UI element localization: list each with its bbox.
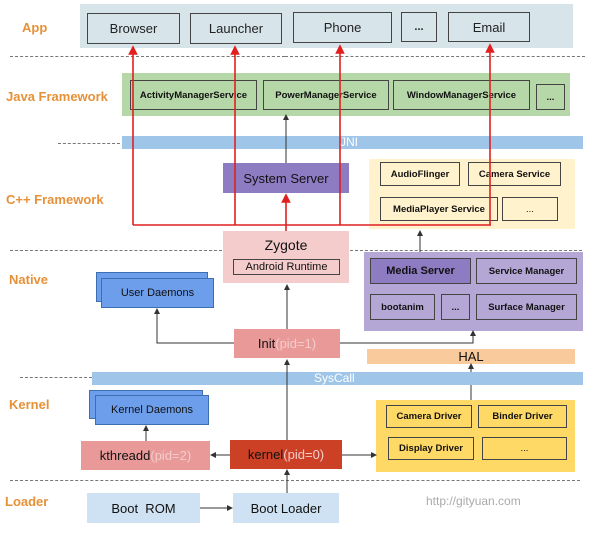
mediaplayer-service[interactable]: MediaPlayer Service (380, 197, 498, 221)
kernel-pid: (pid=0) (283, 447, 325, 462)
separator-app-java-right (285, 56, 585, 57)
bootanim[interactable]: bootanim (370, 294, 435, 320)
zygote-title: Zygote (264, 237, 308, 253)
syscall-bar: SysCall (92, 371, 583, 385)
app-more[interactable]: ... (401, 12, 437, 42)
syscall-label: SysCall (314, 371, 355, 385)
zygote[interactable]: Zygote Android Runtime (223, 231, 349, 283)
android-runtime[interactable]: Android Runtime (233, 259, 340, 275)
java-more[interactable]: ... (536, 84, 565, 110)
window-manager-service[interactable]: WindowManagerService (393, 80, 530, 110)
layer-label-kernel: Kernel (9, 397, 50, 412)
boot-rom[interactable]: Boot ROM (87, 493, 200, 523)
init-process[interactable]: Init(pid=1) (234, 329, 340, 358)
app-email[interactable]: Email (448, 12, 530, 42)
separator-kernel-loader (10, 480, 580, 481)
activity-manager-service[interactable]: ActivityManagerService (130, 80, 257, 110)
separator-app-java-left (10, 56, 285, 57)
watermark: http://gityuan.com (426, 494, 521, 508)
arrow-init-to-native (340, 330, 476, 344)
app-browser[interactable]: Browser (87, 13, 180, 44)
separator-native-kernel (20, 377, 92, 378)
kthreadd-pid: (pid=2) (150, 448, 192, 463)
user-daemons[interactable]: User Daemons (101, 278, 214, 308)
camera-driver[interactable]: Camera Driver (386, 405, 472, 428)
layer-label-java-framework: Java Framework (6, 89, 108, 104)
kernel-name: kernel (247, 447, 284, 462)
layer-label-cpp-framework: C++ Framework (6, 192, 104, 207)
layer-label-native: Native (9, 272, 49, 287)
jni-label: JNI (340, 135, 358, 149)
kthreadd-name: kthreadd (99, 448, 151, 463)
camera-service[interactable]: Camera Service (468, 162, 561, 186)
separator-java-cpp (58, 143, 120, 144)
audio-flinger[interactable]: AudioFlinger (380, 162, 460, 186)
separator-cpp-native-right (350, 250, 582, 251)
separator-cpp-native-left (10, 250, 222, 251)
kthreadd-process[interactable]: kthreadd(pid=2) (81, 441, 210, 470)
binder-driver[interactable]: Binder Driver (478, 405, 567, 428)
app-launcher[interactable]: Launcher (190, 13, 282, 44)
surface-manager[interactable]: Surface Manager (476, 294, 577, 320)
kernel-process[interactable]: kernel(pid=0) (230, 440, 342, 469)
hal-layer[interactable]: HAL (367, 349, 575, 364)
app-phone[interactable]: Phone (293, 12, 392, 43)
init-name: Init (257, 336, 276, 351)
boot-loader[interactable]: Boot Loader (233, 493, 339, 523)
jni-bar: JNI (122, 135, 583, 149)
cpp-more[interactable]: ... (502, 197, 558, 221)
kernel-daemons[interactable]: Kernel Daemons (95, 395, 209, 425)
init-pid: (pid=1) (275, 336, 317, 351)
media-server[interactable]: Media Server (370, 258, 471, 284)
layer-label-loader: Loader (5, 494, 49, 509)
layer-label-app: App (22, 20, 48, 35)
system-server[interactable]: System Server (223, 163, 349, 193)
display-driver[interactable]: Display Driver (388, 437, 474, 460)
arrow-init-to-user-daemons (154, 308, 234, 344)
native-more[interactable]: ... (441, 294, 470, 320)
drivers-more[interactable]: ... (482, 437, 567, 460)
service-manager[interactable]: Service Manager (476, 258, 577, 284)
power-manager-service[interactable]: PowerManagerService (263, 80, 389, 110)
